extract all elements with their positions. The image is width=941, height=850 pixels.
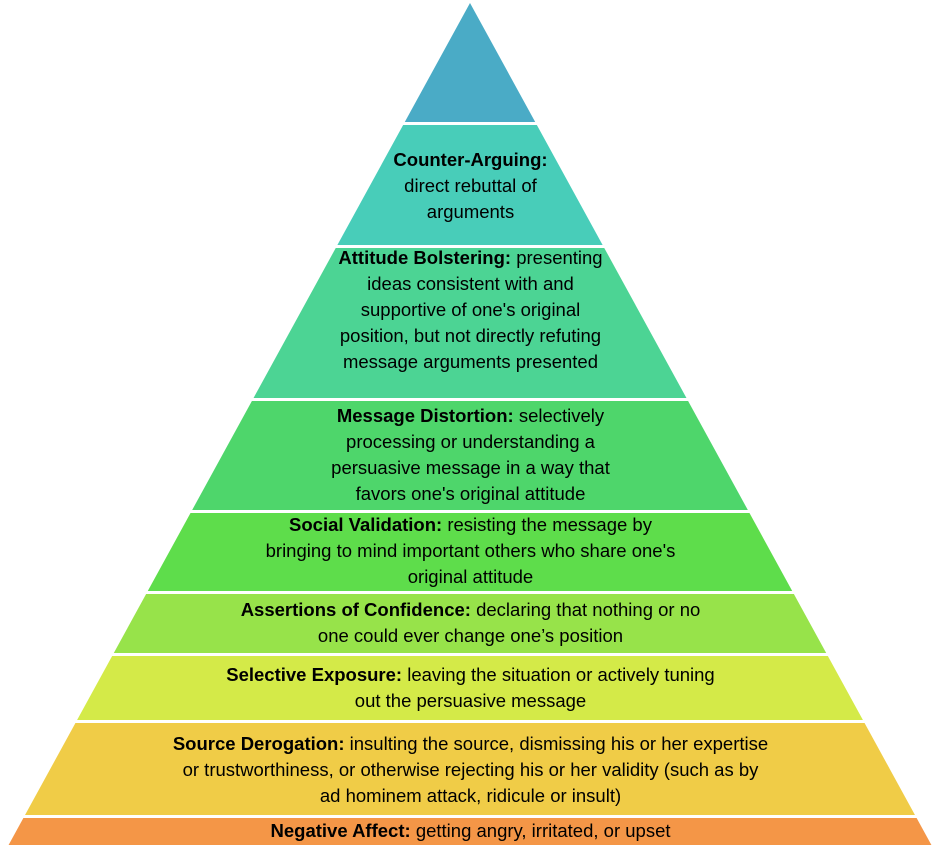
level-desc: insulting the source, dismissing his or … [182, 733, 769, 806]
level-desc: leaving the situation or actively tuning… [354, 664, 715, 711]
level-term: Message Distortion [336, 405, 508, 426]
level-term: Assertions of Confidence [240, 599, 465, 620]
pyramid-band-4 [147, 513, 793, 591]
level-message-distortion: Message Distortion: selectively processi… [331, 405, 610, 504]
level-desc: selectively processing or understanding … [331, 405, 610, 504]
pyramid-band-3 [192, 401, 748, 510]
pyramid-band-1 [337, 125, 603, 245]
level-term: Attitude Bolstering [338, 247, 505, 268]
level-attitude-bolstering: Attitude Bolstering: presenting ideas co… [338, 247, 603, 372]
level-selective-exposure: Selective Exposure: leaving the situatio… [226, 664, 715, 711]
level-desc: resisting the message by bringing to min… [265, 514, 676, 587]
pyramid-band-0 [404, 3, 536, 122]
level-desc: direct rebuttal of arguments [404, 175, 537, 222]
level-assertions-of-confidence: Assertions of Confidence: declaring that… [240, 599, 701, 646]
level-term: Counter-Arguing [393, 149, 542, 170]
level-desc: getting angry, irritated, or upset [415, 820, 671, 841]
pyramid-band-5 [113, 594, 827, 653]
level-term: Negative Affect [270, 820, 405, 841]
pyramid-band-8 [8, 818, 932, 845]
level-social-validation: Social Validation: resisting the message… [265, 514, 676, 587]
level-source-derogation: Source Derogation: insulting the source,… [172, 733, 769, 806]
pyramid-band-6 [77, 656, 863, 720]
level-desc: declaring that nothing or no one could e… [317, 599, 701, 646]
level-term: Selective Exposure [226, 664, 396, 685]
level-term: Source Derogation [172, 733, 339, 754]
pyramid-band-2 [253, 248, 687, 398]
level-term: Social Validation [289, 514, 437, 535]
pyramid-band-7 [25, 723, 915, 815]
level-negative-affect: Negative Affect: getting angry, irritate… [270, 820, 671, 841]
level-desc: presenting ideas consistent with and sup… [339, 247, 603, 372]
level-counter-arguing: Counter-Arguing: direct rebuttal of argu… [393, 149, 548, 222]
